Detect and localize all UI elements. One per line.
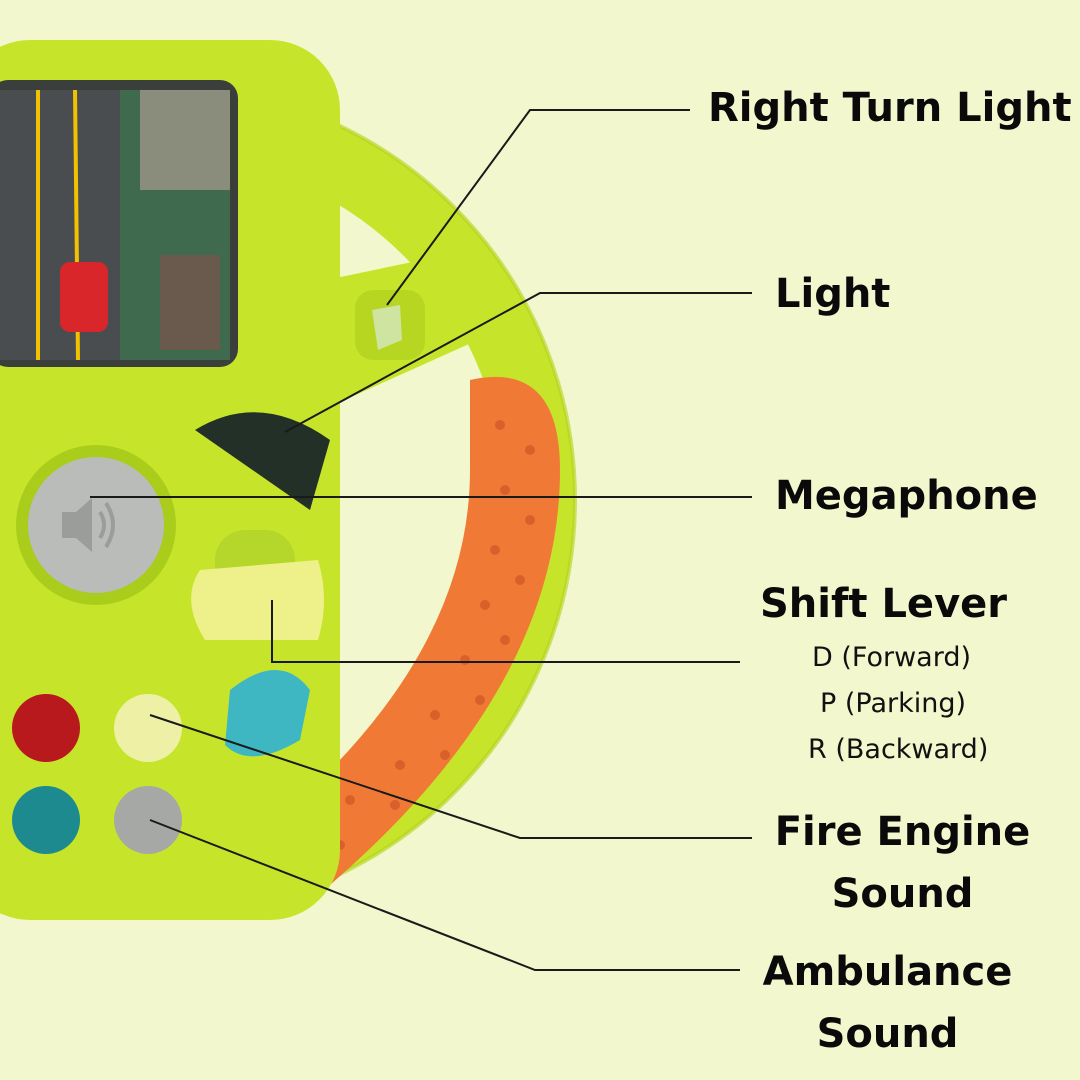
label-shift-lever: Shift Lever: [760, 581, 1007, 627]
light-dial[interactable]: [195, 412, 330, 510]
shift-lever[interactable]: [191, 560, 324, 640]
ambulance-sound-button[interactable]: [114, 786, 182, 854]
red-sound-button[interactable]: [12, 694, 80, 762]
right-turn-light-button[interactable]: [372, 305, 402, 350]
red-car: [60, 262, 108, 332]
label-line: Fire Engine: [774, 809, 1031, 855]
shift-position-r: R (Backward): [808, 734, 989, 765]
label-line: Ambulance: [762, 949, 1013, 995]
megaphone-button[interactable]: [28, 457, 164, 593]
label-light: Light: [775, 271, 891, 317]
label-line: Sound: [831, 871, 974, 917]
fire-engine-sound-button[interactable]: [114, 694, 182, 762]
shift-position-d: D (Forward): [812, 642, 972, 673]
label-line: Sound: [816, 1011, 959, 1057]
shift-position-p: P (Parking): [820, 688, 967, 719]
leader-lines: [90, 109, 752, 971]
label-fire-engine-sound: Fire Engine Sound: [760, 808, 1045, 918]
label-ambulance-sound: Ambulance Sound: [745, 948, 1030, 1058]
label-right-turn-light: Right Turn Light: [708, 85, 1072, 131]
police-sound-button[interactable]: [12, 786, 80, 854]
label-megaphone: Megaphone: [775, 473, 1038, 519]
